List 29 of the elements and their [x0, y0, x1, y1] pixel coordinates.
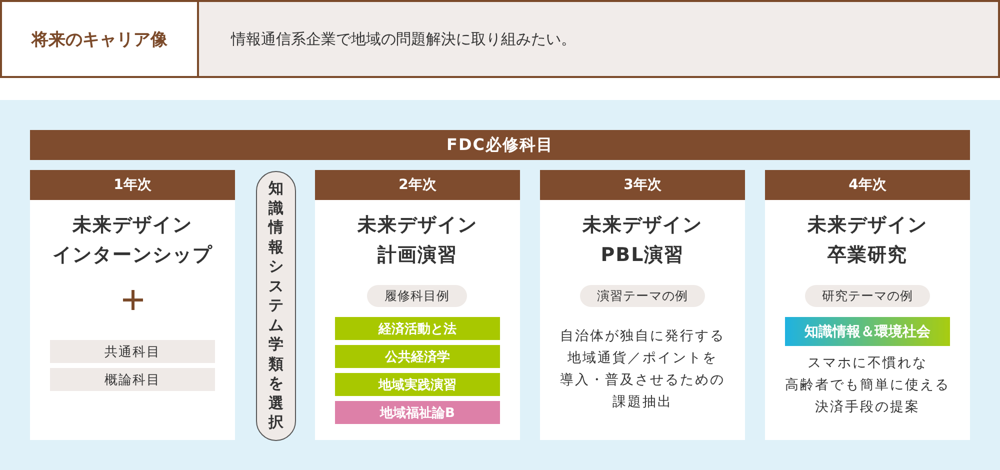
header-band: FDC必修科目 — [30, 130, 970, 160]
subject-label: 共通科目 — [50, 340, 215, 363]
example-pill: 演習テーマの例 — [580, 285, 705, 307]
theme-description: 自治体が独自に発行する地域通貨／ポイントを導入・普及させるための課題抽出 — [559, 327, 726, 412]
year-header: 3年次 — [540, 170, 745, 200]
career-text: 情報通信系企業で地域の問題解決に取り組みたい。 — [197, 0, 1000, 78]
course-card — [30, 170, 235, 440]
subject-label: 概論科目 — [50, 368, 215, 391]
course-card — [765, 170, 970, 440]
year-header: 4年次 — [765, 170, 970, 200]
course-bar: 地域福祉論B — [335, 401, 500, 424]
theme-bar: 知識情報＆環境社会 — [785, 317, 950, 346]
example-pill: 履修科目例 — [367, 285, 467, 307]
example-pill: 研究テーマの例 — [805, 285, 930, 307]
course-title: 未来デザイン卒業研究 — [806, 213, 928, 268]
course-title: 未来デザインインターンシップ — [52, 213, 214, 268]
heading-cell: 将来のキャリア像 — [0, 0, 199, 78]
pill-text: 知識情報システム学類を選択 — [268, 179, 284, 433]
course-card — [315, 170, 520, 440]
year-header: 2年次 — [315, 170, 520, 200]
course-bar: 公共経済学 — [335, 345, 500, 368]
year-header: 1年次 — [30, 170, 235, 200]
course-bar: 地域実践演習 — [335, 373, 500, 396]
course-title: 未来デザインPBL演習 — [581, 213, 704, 268]
selection-pill — [256, 171, 296, 441]
course-bar: 経済活動と法 — [335, 317, 500, 340]
course-title: 未来デザイン計画演習 — [356, 213, 478, 268]
theme-description: スマホに不慣れな高齢者でも簡単に使える決済手段の提案 — [784, 354, 951, 417]
course-card — [540, 170, 745, 440]
